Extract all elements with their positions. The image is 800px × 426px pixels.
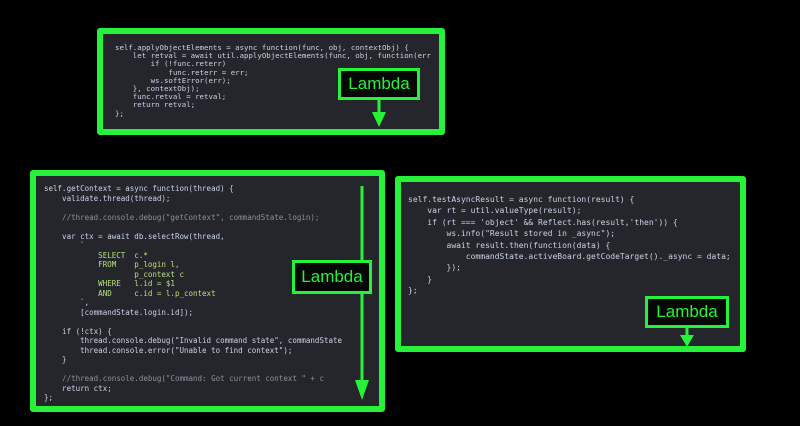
code-line: `	[44, 241, 85, 250]
code-line: self.getContext = async function(thread)…	[44, 184, 234, 193]
code-line: let retval = await util.applyObjectEleme…	[115, 51, 431, 61]
code-block: self.applyObjectElements = async functio…	[115, 43, 431, 118]
code-panel-test-async-result: self.testAsyncResult = async function(re…	[395, 176, 746, 352]
code-comment: //thread.console.debug("Command: Got cur…	[44, 374, 324, 383]
code-line: func.reterr = err;	[115, 67, 249, 77]
code-comment: //thread.console.debug("getContext", com…	[44, 212, 320, 222]
code-line: self.applyObjectElements = async functio…	[115, 43, 409, 52]
code-line: ws.info("Result stored in _async");	[408, 229, 616, 239]
code-line: await result.then(function(data) {	[408, 240, 611, 250]
lambda-label-3: Lambda	[645, 296, 729, 328]
code-line: var rt = util.valueType(result);	[408, 206, 582, 216]
code-line	[44, 203, 342, 213]
code-line: };	[44, 393, 54, 402]
code-line: thread.console.debug("Invalid command st…	[44, 336, 343, 345]
code-line: if (rt === 'object' && Reflect.has(resul…	[408, 217, 678, 227]
code-block: self.testAsyncResult = async function(re…	[408, 194, 731, 297]
code-line: }	[408, 274, 433, 284]
lambda-arrow-1	[372, 100, 386, 127]
code-line: thread.console.error("Unable to find con…	[44, 345, 293, 355]
code-block: self.getContext = async function(thread)…	[44, 184, 342, 403]
code-line: validate.thread(thread);	[44, 193, 171, 203]
lambda-label-1: Lambda	[338, 68, 420, 100]
code-line: return retval;	[115, 100, 196, 110]
code-line: commandState.activeBoard.getCodeTarget()…	[408, 252, 731, 262]
code-line: ws.softError(err);	[115, 75, 231, 85]
code-line: if (!func.reterr)	[115, 59, 227, 69]
sql-line: AND c.id = l.p_context	[44, 288, 216, 298]
sql-line: SELECT c.*	[44, 250, 148, 260]
code-line: };	[115, 108, 124, 118]
code-line: `,	[44, 298, 90, 307]
code-line: [commandState.login.id]);	[44, 307, 194, 317]
code-line	[44, 317, 342, 327]
code-line	[44, 365, 342, 375]
code-line	[44, 222, 342, 232]
code-line: };	[408, 286, 418, 296]
code-line: func.retval = retval;	[115, 92, 227, 102]
code-line: });	[408, 263, 461, 273]
sql-line: FROM p_login l,	[44, 260, 180, 269]
code-line: if (!ctx) {	[44, 326, 112, 336]
code-line: self.testAsyncResult = async function(re…	[408, 195, 635, 204]
code-line: var ctx = await db.selectRow(thread,	[44, 231, 225, 241]
sql-line: WHERE l.id = $1	[44, 279, 175, 288]
lambda-arrow-3	[680, 328, 694, 347]
lambda-arrow-2	[355, 186, 369, 400]
code-line: return ctx;	[44, 383, 112, 393]
lambda-label-2: Lambda	[292, 260, 372, 294]
code-line: }	[44, 355, 67, 364]
code-line: }, contextObj);	[115, 84, 200, 94]
sql-line: p_context c	[44, 269, 184, 279]
